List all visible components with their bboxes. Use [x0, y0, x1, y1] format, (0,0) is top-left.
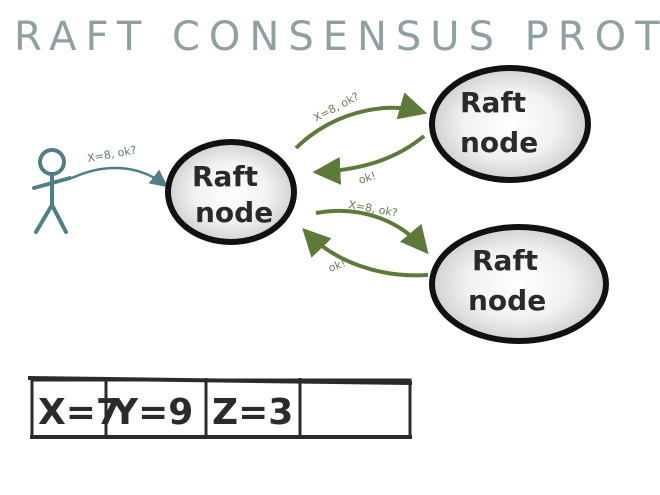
node-label-line2: node: [195, 196, 273, 229]
replicated-log: X=7 Y=9 Z=3: [27, 376, 413, 439]
leader-to-bottom-arrow: [315, 208, 429, 255]
client-stick-figure-icon: [32, 148, 72, 234]
ack-label-top: ok!: [357, 169, 378, 187]
leader-to-top-arrow: [294, 92, 428, 150]
raft-node-leader: Raft node: [165, 139, 297, 245]
client-message-label: X=8, ok?: [86, 143, 137, 164]
node-label-line1: Raft: [460, 86, 526, 119]
node-label-line2: node: [460, 126, 538, 159]
node-label-line2: node: [468, 284, 546, 317]
page-title: RAFT CONSENSUS PROTOCOL: [14, 14, 660, 60]
top-to-leader-arrow: [312, 134, 426, 185]
node-label-line1: Raft: [472, 244, 538, 277]
log-entry: Y=9: [111, 392, 193, 433]
node-label-line1: Raft: [192, 160, 258, 193]
log-entry: Z=3: [212, 392, 293, 433]
client-request-arrow: [71, 166, 168, 188]
raft-node-follower-bottom: Raft node: [429, 224, 609, 344]
raft-node-follower-top: Raft node: [429, 65, 591, 183]
ack-label-bottom: ok!: [327, 257, 348, 275]
log-entry: X=7: [38, 392, 121, 433]
bottom-to-leader-arrow: [302, 227, 429, 278]
